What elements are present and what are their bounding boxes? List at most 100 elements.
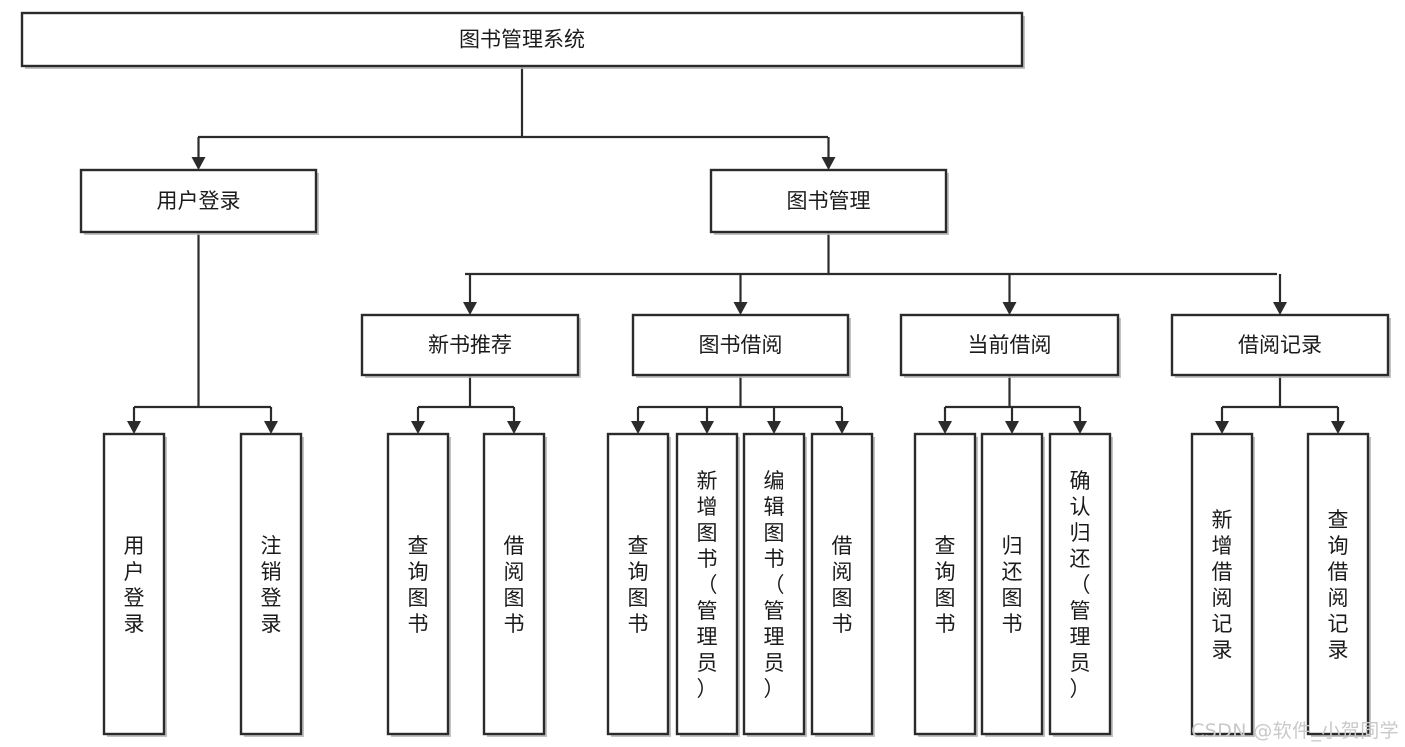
- svg-text:书: 书: [628, 612, 649, 636]
- node-book-manage[interactable]: 图书管理: [709, 168, 949, 235]
- node-current-borrow[interactable]: 当前借阅: [899, 313, 1121, 378]
- svg-text:记: 记: [1212, 612, 1233, 636]
- svg-text:书: 书: [697, 547, 718, 571]
- node-new-book-rec[interactable]: 新书推荐: [360, 313, 581, 378]
- svg-text:增: 增: [697, 495, 718, 519]
- connector-lines: [127, 66, 1345, 434]
- svg-text:员: 员: [1070, 651, 1091, 675]
- svg-text:阅: 阅: [1328, 586, 1349, 610]
- node-book-borrow[interactable]: 图书借阅: [631, 313, 851, 378]
- svg-text:销: 销: [261, 560, 282, 584]
- svg-text:书: 书: [408, 612, 429, 636]
- svg-text:记: 记: [1328, 612, 1349, 636]
- svg-text:注: 注: [261, 534, 282, 558]
- svg-text:登: 登: [124, 586, 145, 610]
- svg-text:书: 书: [504, 612, 525, 636]
- svg-text:编: 编: [764, 469, 785, 493]
- svg-text:借: 借: [504, 534, 525, 558]
- node-borrow-record-label: 借阅记录: [1238, 333, 1322, 357]
- svg-text:归: 归: [1070, 521, 1091, 545]
- svg-text:录: 录: [261, 612, 282, 636]
- node-borrow-record[interactable]: 借阅记录: [1170, 313, 1391, 378]
- svg-text:图: 图: [697, 521, 718, 545]
- svg-text:借: 借: [1328, 560, 1349, 584]
- svg-text:管: 管: [764, 599, 785, 623]
- svg-text:户: 户: [124, 560, 145, 584]
- svg-text:登: 登: [261, 586, 282, 610]
- svg-text:（: （: [764, 573, 785, 597]
- svg-text:还: 还: [1070, 547, 1091, 571]
- node-book-borrow-label: 图书借阅: [699, 333, 783, 357]
- svg-text:）: ）: [764, 677, 785, 701]
- svg-text:（: （: [697, 573, 718, 597]
- svg-text:询: 询: [408, 560, 429, 584]
- svg-text:）: ）: [697, 677, 718, 701]
- svg-text:图: 图: [1002, 586, 1023, 610]
- svg-text:用: 用: [124, 534, 145, 558]
- svg-text:辑: 辑: [764, 495, 785, 519]
- svg-text:录: 录: [124, 612, 145, 636]
- svg-text:书: 书: [935, 612, 956, 636]
- svg-text:阅: 阅: [504, 560, 525, 584]
- svg-text:图: 图: [408, 586, 429, 610]
- svg-text:）: ）: [1070, 677, 1091, 701]
- svg-text:新: 新: [697, 469, 718, 493]
- svg-text:（: （: [1070, 573, 1091, 597]
- node-leaf-user-login[interactable]: 用户登录: [102, 432, 167, 737]
- node-root-label: 图书管理系统: [459, 28, 585, 52]
- svg-text:新: 新: [1212, 508, 1233, 532]
- svg-text:理: 理: [764, 625, 785, 649]
- svg-text:员: 员: [764, 651, 785, 675]
- svg-text:图: 图: [935, 586, 956, 610]
- svg-text:查: 查: [935, 534, 956, 558]
- svg-text:查: 查: [1328, 508, 1349, 532]
- svg-text:管: 管: [697, 599, 718, 623]
- svg-text:图: 图: [764, 521, 785, 545]
- svg-text:员: 员: [697, 651, 718, 675]
- svg-text:书: 书: [764, 547, 785, 571]
- svg-text:归: 归: [1002, 534, 1023, 558]
- node-current-borrow-label: 当前借阅: [968, 333, 1052, 357]
- node-new-book-rec-label: 新书推荐: [428, 333, 512, 357]
- svg-text:理: 理: [697, 625, 718, 649]
- svg-text:录: 录: [1328, 638, 1349, 662]
- svg-text:查: 查: [408, 534, 429, 558]
- svg-text:录: 录: [1212, 638, 1233, 662]
- node-user-login[interactable]: 用户登录: [79, 168, 319, 235]
- svg-text:询: 询: [935, 560, 956, 584]
- svg-text:认: 认: [1070, 495, 1091, 519]
- svg-text:确: 确: [1070, 469, 1091, 493]
- svg-text:书: 书: [832, 612, 853, 636]
- svg-text:理: 理: [1070, 625, 1091, 649]
- svg-text:查: 查: [628, 534, 649, 558]
- svg-text:书: 书: [1002, 612, 1023, 636]
- node-boxes: 图书管理系统用户登录图书管理新书推荐图书借阅当前借阅借阅记录用户登录注销登录查询…: [20, 11, 1391, 737]
- svg-text:管: 管: [1070, 599, 1091, 623]
- svg-text:询: 询: [628, 560, 649, 584]
- svg-text:阅: 阅: [1212, 586, 1233, 610]
- svg-text:还: 还: [1002, 560, 1023, 584]
- node-book-manage-label: 图书管理: [787, 189, 871, 213]
- svg-text:图: 图: [628, 586, 649, 610]
- svg-text:借: 借: [832, 534, 853, 558]
- svg-text:图: 图: [504, 586, 525, 610]
- svg-text:增: 增: [1212, 534, 1233, 558]
- node-root[interactable]: 图书管理系统: [20, 11, 1025, 69]
- svg-text:借: 借: [1212, 560, 1233, 584]
- svg-text:阅: 阅: [832, 560, 853, 584]
- node-user-login-label: 用户登录: [157, 189, 241, 213]
